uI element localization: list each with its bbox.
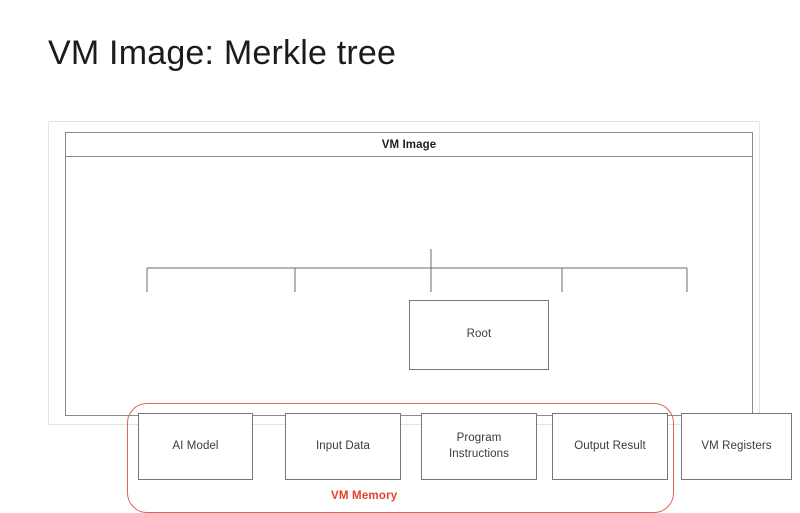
node-program-instructions: Program Instructions	[421, 413, 537, 480]
node-input-data: Input Data	[285, 413, 401, 480]
vm-image-container: VM Image	[65, 132, 753, 416]
node-output-result: Output Result	[552, 413, 668, 480]
node-input-data-label: Input Data	[315, 439, 371, 452]
node-ai-model: AI Model	[138, 413, 253, 480]
node-output-result-label: Output Result	[574, 439, 646, 452]
node-ai-model-label: AI Model	[172, 439, 219, 452]
node-root: Root	[409, 300, 549, 370]
vm-image-header: VM Image	[66, 133, 752, 157]
diagram-outer-frame: VM Image Root AI Model Input Data Progra…	[48, 121, 792, 513]
page-title: VM Image: Merkle tree	[48, 34, 397, 72]
node-vm-registers: VM Registers	[681, 413, 792, 480]
node-program-instructions-label: Program Instructions	[448, 432, 509, 460]
node-root-label: Root	[466, 328, 492, 341]
node-vm-registers-label: VM Registers	[701, 439, 772, 452]
vm-image-header-label: VM Image	[381, 138, 437, 151]
vm-memory-group-label: VM Memory	[331, 490, 398, 502]
